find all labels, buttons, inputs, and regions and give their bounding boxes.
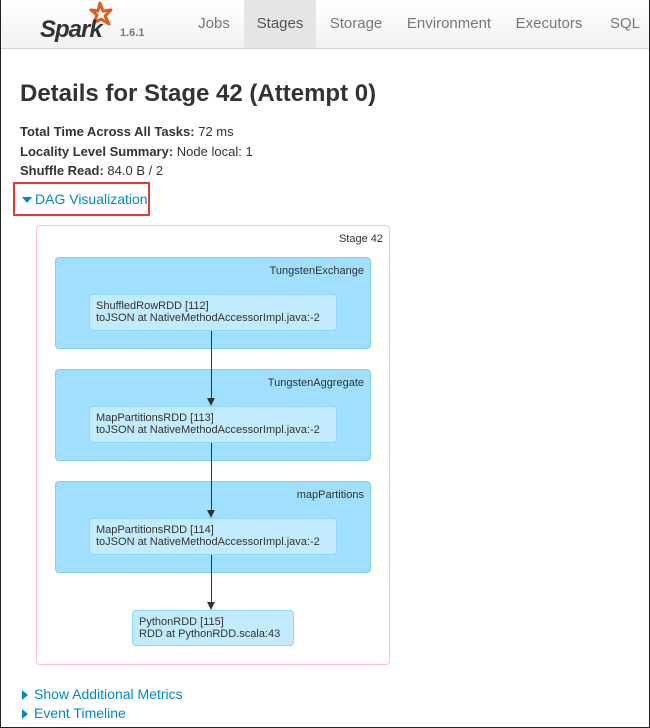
- additional-metrics-label: Show Additional Metrics: [34, 686, 183, 702]
- dag-edge: [211, 443, 212, 510]
- summary-shuffle-read: Shuffle Read: 84.0 B / 2: [20, 163, 163, 178]
- summary-total-time: Total Time Across All Tasks: 72 ms: [20, 124, 234, 139]
- cluster-label: TungstenAggregate: [267, 377, 364, 389]
- arrow-head-icon: [207, 510, 215, 518]
- summary-label: Total Time Across All Tasks:: [20, 124, 195, 139]
- dag-stage-box: Stage 42 TungstenExchange TungstenAggreg…: [36, 225, 390, 665]
- logo-text: Spark: [40, 16, 103, 43]
- tab-jobs[interactable]: Jobs: [198, 15, 230, 32]
- arrow-head-icon: [207, 602, 215, 610]
- dag-node[interactable]: MapPartitionsRDD [114] toJSON at NativeM…: [89, 518, 337, 555]
- summary-locality: Locality Level Summary: Node local: 1: [20, 144, 253, 159]
- dag-visualization-toggle[interactable]: DAG Visualization: [22, 191, 148, 207]
- tab-environment[interactable]: Environment: [406, 15, 492, 32]
- caret-down-icon: [22, 197, 32, 204]
- summary-value: Node local: 1: [176, 144, 253, 159]
- tab-sql[interactable]: SQL: [609, 15, 640, 32]
- page-title: Details for Stage 42 (Attempt 0): [20, 80, 377, 107]
- top-navbar: Spark 1.6.1 Jobs Stages Storage Environm…: [0, 0, 650, 49]
- cluster-label: mapPartitions: [296, 489, 364, 501]
- cluster-label: TungstenExchange: [269, 265, 364, 277]
- node-callsite: RDD at PythonRDD.scala:43: [139, 628, 281, 640]
- tab-stages[interactable]: Stages: [244, 0, 316, 48]
- highlight-box: [13, 182, 150, 216]
- dag-edge: [211, 331, 212, 398]
- node-callsite: toJSON at NativeMethodAccessorImpl.java:…: [96, 536, 320, 548]
- dag-node[interactable]: PythonRDD [115] RDD at PythonRDD.scala:4…: [132, 610, 294, 646]
- stage-label: Stage 42: [338, 233, 383, 245]
- show-additional-metrics-toggle[interactable]: Show Additional Metrics: [22, 686, 183, 702]
- dag-edge: [211, 555, 212, 602]
- caret-right-icon: [22, 709, 28, 720]
- dag-node[interactable]: ShuffledRowRDD [112] toJSON at NativeMet…: [89, 294, 337, 331]
- summary-label: Locality Level Summary:: [20, 144, 174, 159]
- node-name: PythonRDD [115]: [139, 616, 224, 628]
- event-timeline-toggle[interactable]: Event Timeline: [22, 705, 126, 721]
- spark-version: 1.6.1: [120, 27, 145, 39]
- summary-value: 72 ms: [198, 124, 234, 139]
- node-name: MapPartitionsRDD [114]: [96, 524, 214, 536]
- spark-star-icon: [89, 1, 113, 26]
- dag-node[interactable]: MapPartitionsRDD [113] toJSON at NativeM…: [89, 406, 337, 443]
- spark-logo[interactable]: Spark: [38, 1, 118, 46]
- event-timeline-label: Event Timeline: [34, 705, 126, 721]
- tab-executors[interactable]: Executors: [515, 15, 583, 32]
- dag-toggle-label: DAG Visualization: [35, 191, 148, 207]
- summary-label: Shuffle Read:: [20, 163, 104, 178]
- tab-storage[interactable]: Storage: [329, 15, 383, 32]
- node-callsite: toJSON at NativeMethodAccessorImpl.java:…: [96, 312, 320, 324]
- node-callsite: toJSON at NativeMethodAccessorImpl.java:…: [96, 424, 320, 436]
- caret-right-icon: [22, 690, 28, 701]
- arrow-head-icon: [207, 398, 215, 406]
- node-name: MapPartitionsRDD [113]: [96, 412, 214, 424]
- node-name: ShuffledRowRDD [112]: [96, 300, 209, 312]
- summary-value: 84.0 B / 2: [107, 163, 164, 178]
